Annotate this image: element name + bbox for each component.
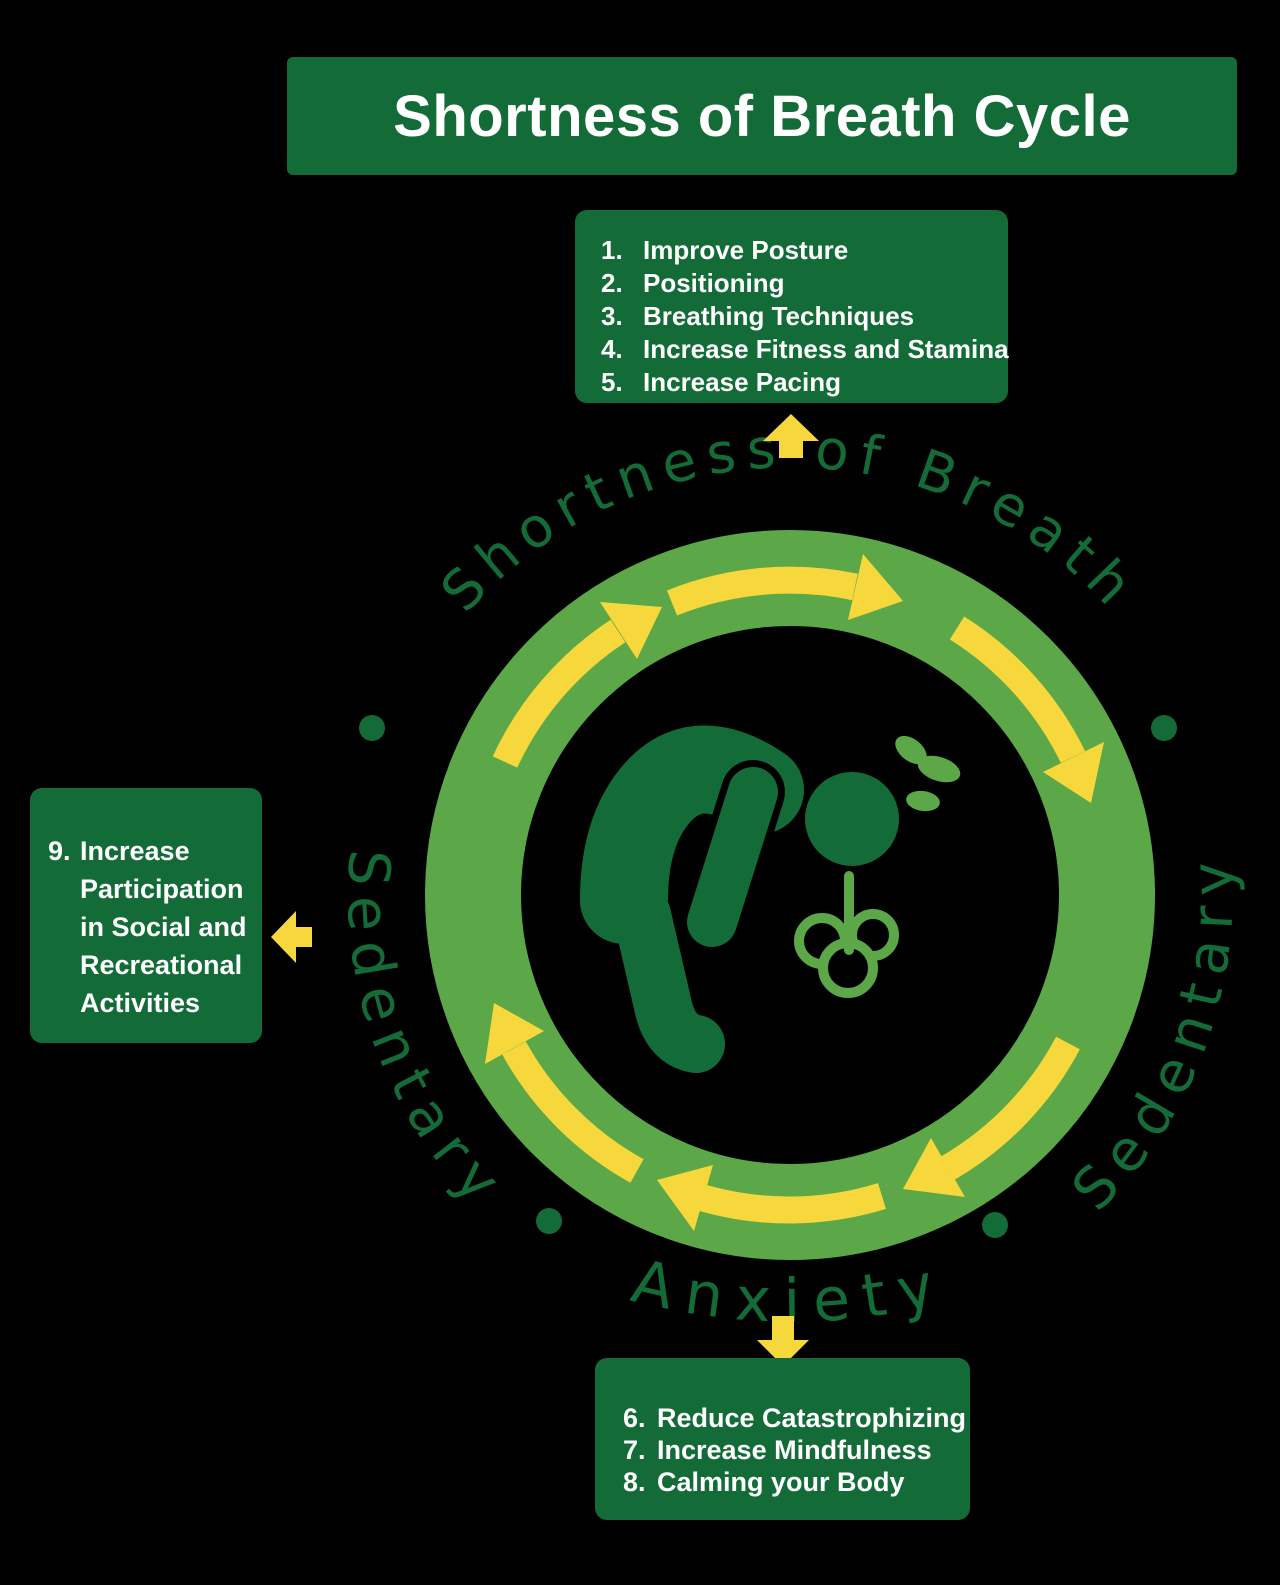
separator-dot-upper-left — [359, 715, 385, 741]
person-head — [805, 772, 899, 866]
list-item: 3. Breathing Techniques — [601, 300, 1008, 333]
item-number: 6. — [623, 1403, 646, 1433]
list-item: 4. Increase Fitness and Stamina — [601, 333, 1009, 366]
separator-dot-upper-right — [1151, 715, 1177, 741]
cycle-arrow-lower-right — [903, 1036, 1080, 1197]
cycle-arrow-lower-left — [485, 1003, 644, 1183]
item-number: 5. — [601, 367, 623, 397]
cycle-arrows-clockwise — [485, 554, 1104, 1231]
item-number: 7. — [623, 1435, 646, 1465]
list-item: 2. Positioning — [601, 267, 1008, 300]
person-leg — [613, 886, 725, 1073]
arrow-left-to-participation-box-icon — [271, 911, 312, 963]
item-text: Calming your Body — [657, 1467, 905, 1497]
breath-strategies-box: 1. Improve Posture 2. Positioning 3. Bre… — [575, 210, 1009, 403]
anxiety-strategies-box: 6. Reduce Catastrophizing 7. Increase Mi… — [595, 1358, 970, 1520]
item-number: 1. — [601, 235, 623, 265]
list-item: 9. Increase Participation in Social and … — [48, 832, 262, 1022]
item-number: 2. — [601, 268, 623, 298]
sweat-drops-icon — [895, 735, 961, 812]
cycle-arrow-upper-right — [949, 616, 1104, 803]
arrow-up-to-breath-strategies-icon — [763, 414, 819, 458]
breath-puff-icon — [794, 871, 899, 998]
arrow-down-to-anxiety-strategies-icon — [757, 1316, 809, 1366]
cycle-arrow-upper-left — [492, 602, 662, 768]
person-arm — [687, 767, 778, 947]
participation-box: 9. Increase Participation in Social and … — [30, 788, 262, 1043]
person-torso — [580, 725, 804, 944]
list-item: 7. Increase Mindfulness — [623, 1434, 970, 1466]
person-bent-over-breathless-icon — [580, 725, 961, 1073]
item-number: 9. — [48, 836, 71, 866]
item-text: Increase Fitness and Stamina — [643, 334, 1009, 364]
item-number: 8. — [623, 1467, 646, 1497]
cycle-arrow-top — [666, 554, 903, 620]
list-item: 8. Calming your Body — [623, 1466, 970, 1498]
item-number: 3. — [601, 301, 623, 331]
list-item: 5. Increase Pacing — [601, 366, 1008, 399]
item-text: Increase Participation in Social and Rec… — [80, 836, 247, 1018]
item-text: Reduce Catastrophizing — [657, 1403, 967, 1433]
cycle-arrow-bottom — [657, 1165, 886, 1231]
page-title: Shortness of Breath Cycle — [393, 83, 1131, 149]
title-banner: Shortness of Breath Cycle — [287, 57, 1237, 175]
separator-dot-lower-left — [536, 1208, 562, 1234]
item-text: Breathing Techniques — [643, 301, 915, 331]
item-text: Positioning — [643, 268, 785, 298]
item-number: 4. — [601, 334, 623, 364]
item-text: Improve Posture — [643, 235, 849, 265]
list-item: 1. Improve Posture — [601, 234, 1008, 267]
list-item: 6. Reduce Catastrophizing — [623, 1402, 970, 1434]
item-text: Increase Pacing — [643, 367, 841, 397]
separator-dot-lower-right — [982, 1212, 1008, 1238]
item-text: Increase Mindfulness — [657, 1435, 932, 1465]
